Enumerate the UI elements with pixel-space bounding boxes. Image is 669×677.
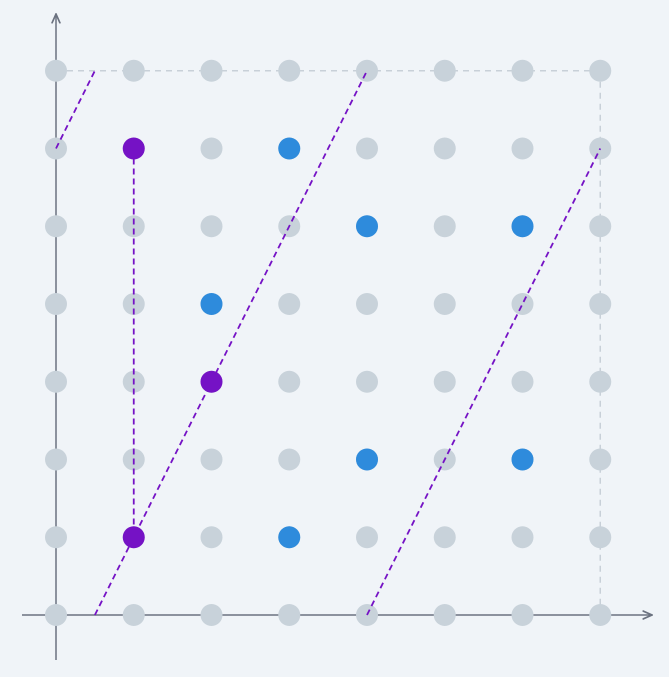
lattice-point — [433, 604, 456, 626]
lattice-point — [511, 604, 534, 626]
lattice-point — [511, 526, 534, 549]
purple-point — [200, 370, 223, 393]
lattice-point — [200, 604, 223, 626]
lattice-point — [589, 604, 612, 626]
blue-point — [278, 137, 301, 160]
lattice-point — [511, 137, 534, 160]
lattice-point — [433, 137, 456, 160]
lattice-point — [45, 448, 67, 471]
blue-point — [200, 293, 223, 315]
lattice-point — [45, 604, 67, 626]
lattice-point — [45, 215, 67, 238]
lattice-point — [278, 293, 301, 315]
lattice-point — [278, 370, 301, 393]
lattice-point — [589, 448, 612, 471]
purple-dashed-line — [55, 70, 96, 149]
lattice-point — [511, 293, 534, 315]
lattice-point — [278, 59, 301, 82]
purple-lines — [55, 70, 602, 616]
lattice-point — [45, 370, 67, 393]
lattice-point — [433, 59, 456, 82]
lattice-point — [356, 59, 378, 82]
lattice-point — [433, 215, 456, 238]
lattice-point — [200, 448, 223, 471]
highlighted-points — [122, 137, 534, 549]
lattice-point — [122, 604, 145, 626]
purple-point — [122, 137, 145, 160]
lattice-point — [45, 526, 67, 549]
lattice-point — [589, 215, 612, 238]
lattice-point — [45, 59, 67, 82]
blue-point — [356, 448, 378, 471]
lattice-point — [433, 293, 456, 315]
purple-dashed-line — [94, 70, 368, 616]
lattice-point — [200, 526, 223, 549]
lattice-point — [278, 604, 301, 626]
lattice-point — [511, 59, 534, 82]
lattice-point — [356, 526, 378, 549]
lattice-point — [511, 370, 534, 393]
lattice-point — [200, 59, 223, 82]
lattice-point — [200, 215, 223, 238]
lattice-point — [433, 370, 456, 393]
lattice-point — [433, 526, 456, 549]
blue-point — [278, 526, 301, 549]
lattice-point — [200, 137, 223, 160]
lattice-point — [122, 59, 145, 82]
lattice-point — [589, 59, 612, 82]
lattice-point — [356, 370, 378, 393]
lattice-point — [589, 526, 612, 549]
lattice-point — [356, 293, 378, 315]
lattice-point — [45, 293, 67, 315]
lattice-point — [589, 293, 612, 315]
blue-point — [356, 215, 378, 238]
blue-point — [511, 215, 534, 238]
lattice-point — [122, 215, 145, 238]
blue-point — [511, 448, 534, 471]
axes — [22, 14, 652, 660]
purple-point — [122, 526, 145, 549]
lattice-point — [356, 137, 378, 160]
lattice-point — [589, 370, 612, 393]
purple-dashed-line — [366, 148, 602, 616]
bounding-frame — [56, 70, 601, 615]
lattice-point — [278, 448, 301, 471]
